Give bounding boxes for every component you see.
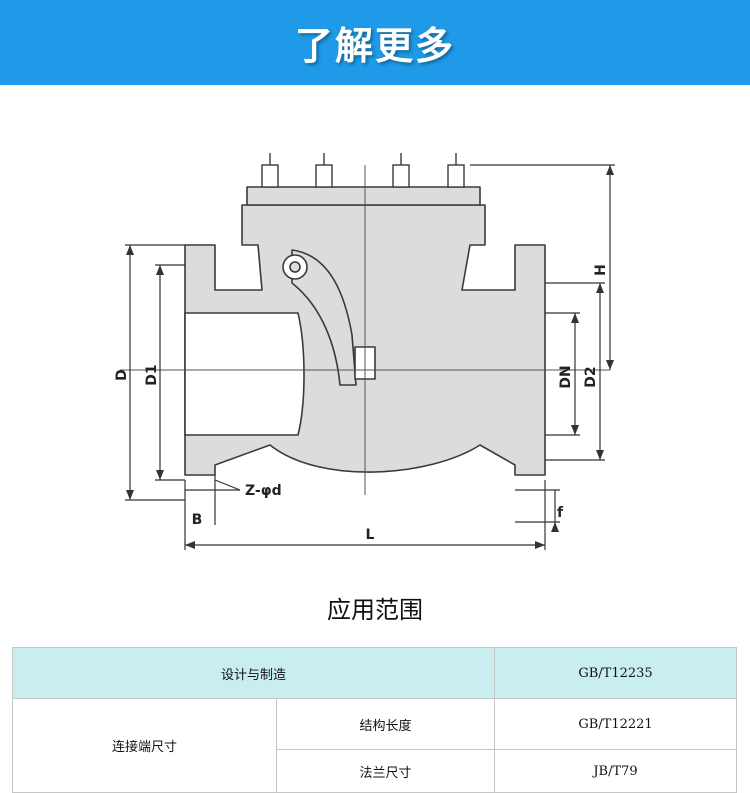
section-title: 应用范围 bbox=[327, 596, 423, 624]
stud bbox=[261, 164, 279, 188]
table-cell-value: GB/T12235 bbox=[494, 647, 737, 699]
spec-table: 设计与制造 GB/T12235 连接端尺寸 结构长度 GB/T12221 法兰尺… bbox=[12, 647, 737, 793]
valve-cover bbox=[246, 186, 481, 206]
label-z-phi-d: Z-φd bbox=[245, 483, 282, 499]
header-banner: 了解更多 bbox=[0, 0, 750, 85]
label-D2: D2 bbox=[583, 366, 599, 387]
stud bbox=[315, 164, 333, 188]
table-cell-sub: 结构长度 bbox=[276, 698, 495, 750]
valve-bore bbox=[184, 312, 305, 436]
stud bbox=[392, 164, 410, 188]
label-H: H bbox=[593, 264, 609, 276]
table-cell-sub: 法兰尺寸 bbox=[276, 749, 495, 793]
banner-title: 了解更多 bbox=[294, 24, 455, 68]
stud bbox=[447, 164, 465, 188]
label-D1: D1 bbox=[144, 364, 160, 385]
table-row: 连接端尺寸 结构长度 GB/T12221 bbox=[12, 698, 737, 793]
label-f: f bbox=[557, 505, 564, 521]
label-L: L bbox=[366, 527, 375, 543]
disc-arm bbox=[291, 249, 357, 386]
table-cell-label: 设计与制造 bbox=[12, 647, 495, 699]
label-D: D bbox=[114, 369, 130, 381]
table-row: 设计与制造 GB/T12235 bbox=[12, 647, 737, 699]
table-cell-value: JB/T79 bbox=[494, 749, 737, 793]
table-cell-group: 连接端尺寸 bbox=[12, 698, 277, 793]
table-cell-value: GB/T12221 bbox=[494, 698, 737, 750]
label-DN: DN bbox=[558, 365, 574, 388]
valve-drawing: D D1 DN D2 H L B f Z-φd bbox=[114, 153, 615, 550]
label-B: B bbox=[192, 512, 203, 528]
